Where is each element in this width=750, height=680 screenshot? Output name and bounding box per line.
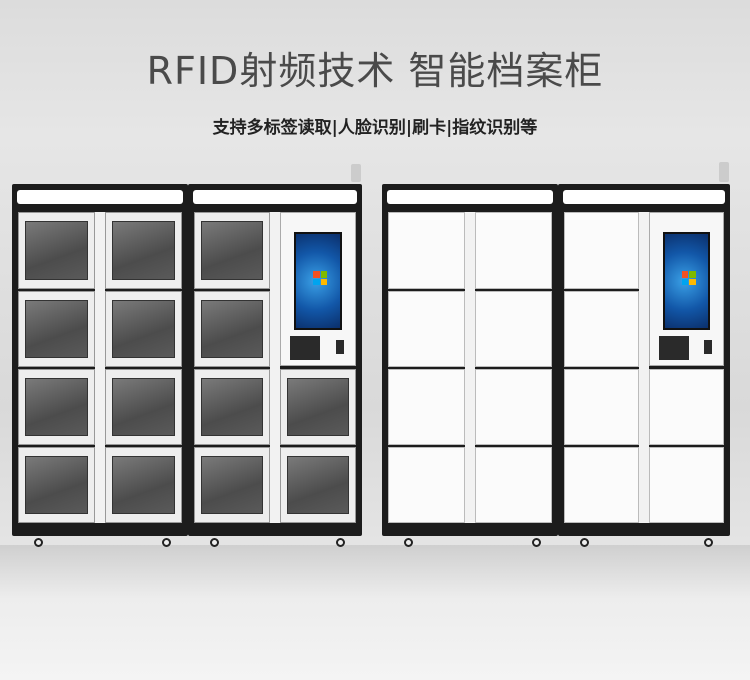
center-pillar	[95, 212, 105, 523]
caster-wheel	[210, 538, 219, 547]
glass-locker-door[interactable]	[194, 291, 270, 367]
glass-window	[112, 300, 175, 358]
top-label-strip	[563, 190, 725, 204]
glass-window	[25, 378, 88, 436]
top-label-strip	[17, 190, 183, 204]
white-locker-door[interactable]	[649, 447, 724, 523]
glass-window	[287, 456, 349, 514]
glass-locker-door[interactable]	[18, 447, 95, 523]
glass-window	[112, 456, 175, 514]
caster-wheel	[580, 538, 589, 547]
glass-locker-door[interactable]	[280, 447, 356, 523]
glass-locker-door[interactable]	[194, 212, 270, 289]
touch-screen	[663, 232, 710, 330]
glass-window	[201, 221, 263, 280]
white-locker-door[interactable]	[649, 369, 724, 445]
white-locker-door[interactable]	[564, 447, 639, 523]
glass-locker-door[interactable]	[18, 291, 95, 367]
center-pillar	[270, 212, 280, 523]
glass-window	[25, 300, 88, 358]
glass-locker-door[interactable]	[18, 369, 95, 445]
glass-locker-door[interactable]	[18, 212, 95, 289]
caster-wheel	[532, 538, 541, 547]
glass-locker-door[interactable]	[194, 369, 270, 445]
glass-locker-door[interactable]	[105, 369, 182, 445]
camera	[719, 162, 729, 182]
windows-logo-icon	[313, 271, 328, 286]
white-locker-door[interactable]	[564, 369, 639, 445]
glass-locker-door[interactable]	[105, 291, 182, 367]
caster-wheel	[704, 538, 713, 547]
glass-locker-door[interactable]	[105, 447, 182, 523]
white-locker-door[interactable]	[564, 212, 639, 289]
glass-window	[25, 456, 88, 514]
glass-window	[112, 378, 175, 436]
glass-window	[112, 221, 175, 280]
floor	[0, 545, 750, 680]
glass-window	[287, 378, 349, 436]
white-locker-door[interactable]	[564, 291, 639, 367]
page-title: RFID射频技术 智能档案柜	[146, 49, 604, 93]
white-locker-door[interactable]	[388, 291, 465, 367]
white-locker-door[interactable]	[388, 447, 465, 523]
center-pillar	[465, 212, 475, 523]
white-locker-door[interactable]	[388, 369, 465, 445]
fingerprint-reader	[336, 340, 344, 354]
card-reader	[659, 336, 689, 360]
glass-locker-door[interactable]	[280, 369, 356, 445]
glass-locker-door[interactable]	[194, 447, 270, 523]
glass-window	[25, 221, 88, 280]
white-locker-door[interactable]	[475, 447, 552, 523]
caster-wheel	[336, 538, 345, 547]
touch-screen	[294, 232, 342, 330]
white-locker-door[interactable]	[475, 291, 552, 367]
top-label-strip	[193, 190, 357, 204]
caster-wheel	[34, 538, 43, 547]
page-subtitle: 支持多标签读取|人脸识别|刷卡|指纹识别等	[212, 118, 538, 138]
windows-logo-icon	[681, 271, 696, 286]
top-label-strip	[387, 190, 553, 204]
glass-window	[201, 378, 263, 436]
glass-window	[201, 456, 263, 514]
center-pillar	[639, 212, 649, 523]
white-locker-door[interactable]	[388, 212, 465, 289]
caster-wheel	[404, 538, 413, 547]
white-locker-door[interactable]	[475, 369, 552, 445]
glass-locker-door[interactable]	[105, 212, 182, 289]
white-locker-door[interactable]	[475, 212, 552, 289]
fingerprint-reader	[704, 340, 712, 354]
glass-window	[201, 300, 263, 358]
card-reader	[290, 336, 320, 360]
caster-wheel	[162, 538, 171, 547]
camera	[351, 164, 361, 182]
